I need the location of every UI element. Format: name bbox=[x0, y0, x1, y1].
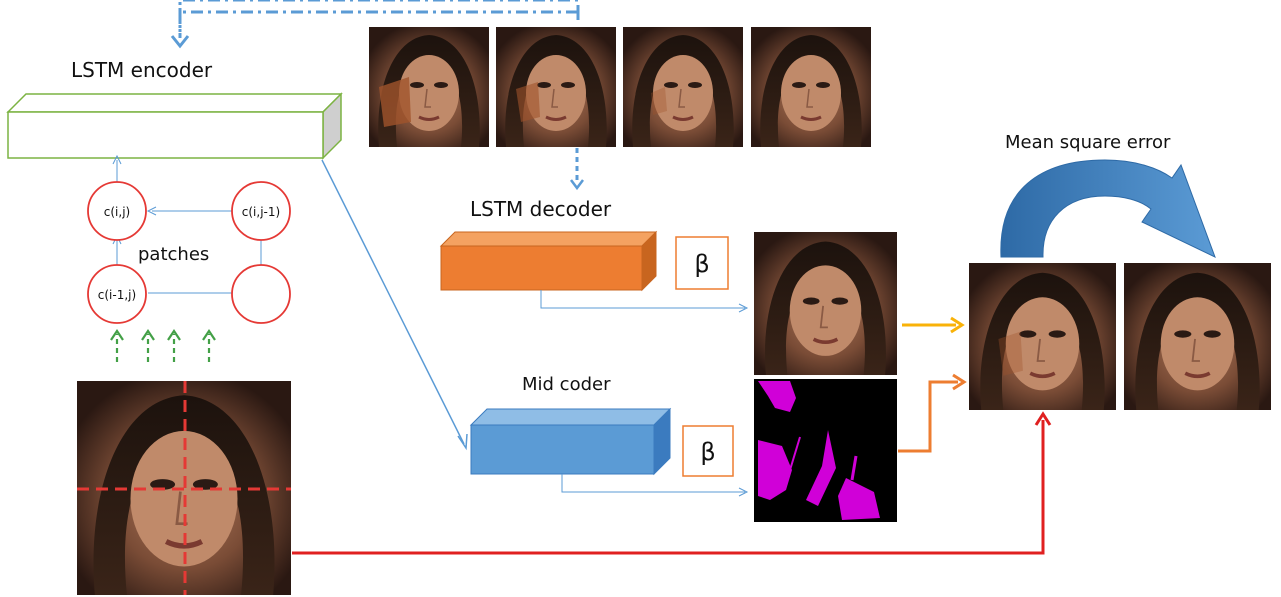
node-c-im1-j-label: c(i-1,j) bbox=[98, 288, 136, 302]
encoder-to-midcoder-arrow bbox=[321, 159, 468, 451]
frames-to-decoder-arrow bbox=[570, 148, 584, 191]
beta-mid-label: β bbox=[700, 438, 715, 466]
node-c-i-jm1-label: c(i,j-1) bbox=[242, 205, 280, 219]
patches-label: patches bbox=[138, 244, 209, 265]
node-c-i-jm1 bbox=[231, 181, 291, 241]
target-face-image bbox=[1124, 263, 1271, 410]
yellow-arrow bbox=[902, 316, 965, 334]
patch-node-graph bbox=[87, 154, 291, 324]
lstm-decoder-label: LSTM decoder bbox=[470, 197, 612, 221]
mse-arc bbox=[1000, 159, 1216, 258]
node-c-im1-j bbox=[87, 264, 147, 324]
node-c-i-j-label: c(i,j) bbox=[104, 205, 130, 219]
beta-decoder-box bbox=[675, 236, 729, 290]
midcoder-output-arrow bbox=[561, 474, 749, 497]
orange-arrow bbox=[898, 373, 967, 453]
beta-decoder-label: β bbox=[694, 250, 709, 278]
node-empty bbox=[231, 264, 291, 324]
red-arrow bbox=[292, 411, 1052, 555]
mean-square-error-label: Mean square error bbox=[1005, 132, 1171, 153]
green-input-arrows bbox=[110, 329, 216, 362]
frame-4 bbox=[751, 27, 871, 147]
decoder-output-arrow bbox=[540, 290, 749, 313]
occlusion-mask-image bbox=[754, 379, 897, 522]
frame-1 bbox=[369, 27, 489, 147]
mid-coder-box bbox=[469, 407, 672, 476]
node-c-i-j bbox=[87, 181, 147, 241]
frame-2 bbox=[496, 27, 616, 147]
lstm-encoder-label: LSTM encoder bbox=[71, 58, 213, 82]
frame-3 bbox=[623, 27, 743, 147]
mid-coder-label: Mid coder bbox=[522, 374, 611, 395]
lstm-encoder-box bbox=[6, 92, 343, 160]
lstm-decoder-box bbox=[439, 230, 658, 292]
frame-sequence bbox=[369, 27, 871, 147]
feedback-dashdot-arrow bbox=[170, 0, 580, 49]
reconstructed-face-image bbox=[969, 263, 1116, 410]
beta-mid-box bbox=[682, 425, 734, 477]
input-image bbox=[77, 381, 291, 595]
decoded-face-image bbox=[754, 232, 897, 375]
